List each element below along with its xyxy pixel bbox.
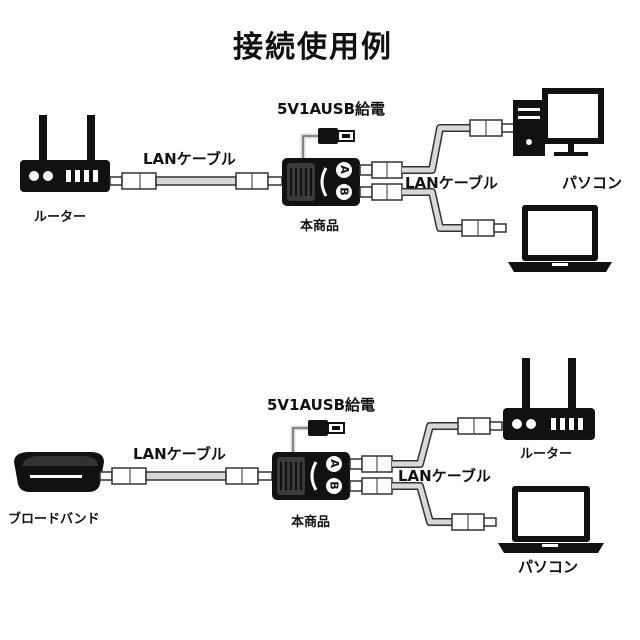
port-b-letter: B — [337, 187, 351, 196]
source-label: ブロードバンド — [8, 512, 100, 527]
power-label: 5V1AUSB給電 — [267, 396, 376, 414]
usb-power-cable — [300, 128, 355, 162]
output-lan-cables — [359, 119, 515, 237]
diagram-title: 接続使用例 — [233, 30, 393, 65]
port-a-letter: A — [327, 459, 341, 468]
product-splitter — [282, 158, 360, 206]
scene-2 — [14, 358, 604, 553]
router-icon — [20, 115, 110, 192]
output-lan-cables — [349, 417, 503, 531]
input-cable-label: LANケーブル — [143, 150, 236, 168]
port-b-letter: B — [327, 481, 341, 490]
product-splitter — [272, 452, 350, 500]
usb-power-cable — [290, 420, 345, 455]
desktop-pc-icon — [513, 88, 604, 156]
laptop-icon — [508, 205, 612, 272]
output-cable-label: LANケーブル — [398, 467, 491, 485]
target-top-label: パソコン — [562, 174, 623, 192]
output-cable-label: LANケーブル — [405, 174, 498, 192]
product-label: 本商品 — [291, 515, 331, 530]
product-label: 本商品 — [300, 219, 340, 234]
target-top-label: ルーター — [520, 447, 573, 462]
input-lan-cable — [99, 467, 273, 485]
source-label: ルーター — [34, 210, 87, 225]
input-cable-label: LANケーブル — [133, 445, 226, 463]
router-icon — [503, 358, 595, 440]
power-label: 5V1AUSB給電 — [277, 100, 386, 118]
input-lan-cable — [109, 172, 283, 190]
scene-1 — [20, 88, 612, 272]
broadband-modem-icon — [14, 452, 104, 492]
target-bottom-label: パソコン — [518, 558, 579, 576]
port-a-letter: A — [337, 165, 351, 174]
laptop-icon — [498, 486, 604, 553]
